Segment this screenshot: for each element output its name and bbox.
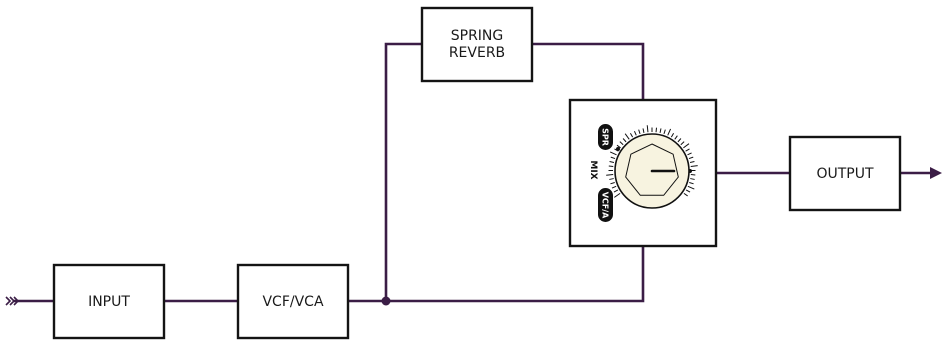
wire-reverb-to-mix [532, 44, 643, 100]
knob-tick [606, 175, 613, 176]
output-label: OUTPUT [816, 166, 874, 182]
input-block: INPUT [54, 265, 164, 338]
spring-reverb-block: SPRING REVERB [422, 8, 532, 81]
mix-control-block: SPR MIX VCF/A [570, 100, 716, 246]
knob-tick [609, 166, 613, 167]
vcf-a-marker-label: VCF/A [601, 192, 610, 219]
spr-marker: SPR [598, 124, 613, 150]
mix-knob[interactable] [615, 134, 689, 208]
input-label: INPUT [88, 294, 130, 310]
knob-end-dot-top [616, 147, 620, 151]
spring-reverb-label-line2: REVERB [449, 45, 505, 61]
spr-marker-label: SPR [601, 128, 610, 146]
vcf-vca-label: VCF/VCA [262, 294, 323, 310]
wire-junction-to-reverb [386, 44, 422, 301]
vcf-a-marker: VCF/A [598, 188, 613, 222]
spring-reverb-label-line1: SPRING [451, 28, 504, 44]
output-arrow-icon [930, 167, 942, 179]
wire-dry-to-mix [386, 246, 643, 301]
junction-dot [382, 297, 391, 306]
mix-label: MIX [588, 160, 598, 179]
vcf-vca-block: VCF/VCA [238, 265, 348, 338]
output-block: OUTPUT [790, 137, 900, 210]
